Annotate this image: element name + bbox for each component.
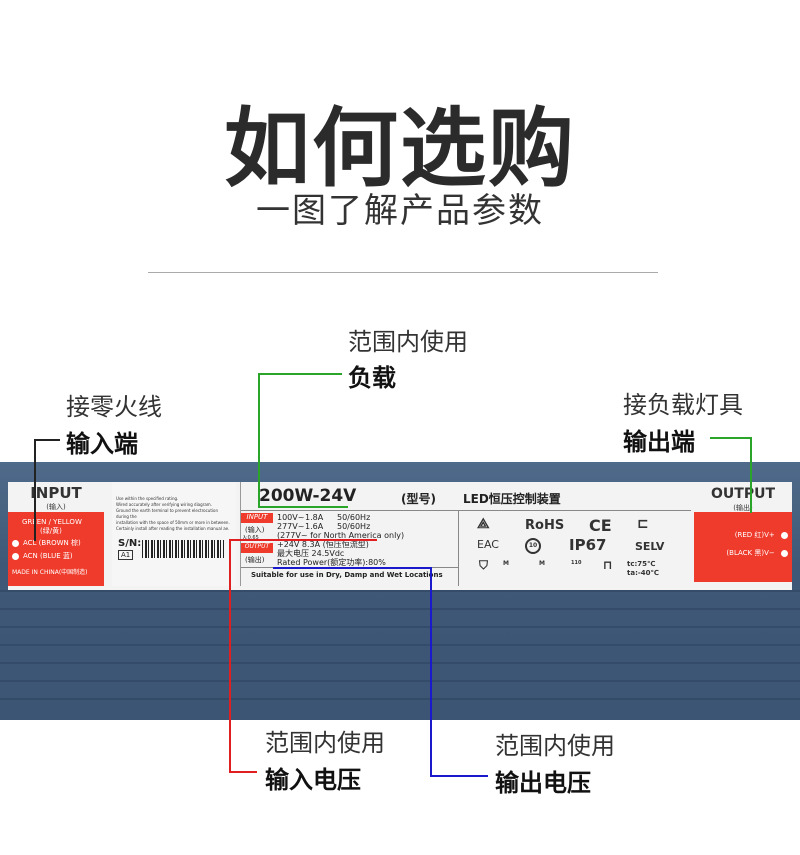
input-voltage-leader-line — [229, 539, 231, 773]
input-voltage-leader-line — [229, 539, 377, 541]
input-end-leader-line — [34, 439, 60, 441]
output-tag: OUTPUT — [241, 543, 273, 553]
rcm-icon: ⟁ — [477, 516, 490, 532]
notes-panel: Use within the specified rating. Wired a… — [112, 482, 236, 586]
input-panel: INPUT (输入) GREEN / YELLOW (绿/黄) ACL (BRO… — [8, 482, 104, 586]
v-minus-terminal: (BLACK 黑)V− — [726, 549, 775, 557]
note: Ground the earth terminal to prevent ele… — [116, 508, 218, 519]
ten-year-mark: 10 — [525, 538, 541, 554]
product-label: INPUT (输入) GREEN / YELLOW (绿/黄) ACL (BRO… — [8, 482, 792, 590]
output-panel: OUTPUT (输出) (RED 红)V+ (BLACK 黑)V− — [694, 482, 792, 586]
output-voltage-label: 输出电压 — [495, 769, 591, 797]
output-end-label: 输出端 — [623, 428, 695, 456]
temp-110-mark: 110 — [571, 560, 582, 566]
input-cn: (输入) — [245, 526, 265, 534]
suitable-note: Suitable for use in Dry, Damp and Wet Lo… — [251, 571, 443, 579]
input-voltage: 277V~ — [277, 522, 305, 531]
input-end-leader-line — [34, 439, 36, 541]
input-current: 1.6A — [305, 522, 324, 531]
load-label: 负载 — [348, 364, 396, 392]
load-leader-line — [258, 506, 348, 508]
sn-label: S/N: — [118, 538, 142, 549]
page-title: 如何选购 — [224, 99, 576, 199]
acn-terminal: ACN (BLUE 蓝) — [23, 552, 73, 560]
load-leader-line — [258, 373, 260, 508]
barcode — [142, 540, 224, 558]
output-voltage-leader-line — [273, 567, 432, 569]
made-in: MADE IN CHINA(中国制造) — [12, 569, 88, 576]
input-current: 1.8A — [305, 513, 324, 522]
input-panel-sub: (输入) — [46, 503, 66, 511]
acl-terminal: ACL (BROWN 棕) — [23, 539, 81, 547]
rated-power: Rated Power(额定功率):80% — [277, 558, 386, 567]
max-voltage: 最大电压 24.5Vdc — [277, 549, 345, 558]
power-factor: λ:0.65 — [243, 535, 259, 541]
input-tag: INPUT — [241, 513, 273, 523]
input-frequency: 50/60Hz — [337, 513, 371, 522]
output-cn: (输出) — [245, 556, 265, 564]
eac-mark: EAC — [477, 538, 499, 551]
load-caption: 范围内使用 — [348, 328, 468, 356]
input-voltage-label: 输入电压 — [265, 766, 361, 794]
output-rating: +24V 8.3A (恒压恒流型) — [277, 540, 369, 549]
note: Certainly install after reading the inst… — [116, 526, 230, 531]
input-end-caption: 接零火线 — [66, 393, 162, 421]
note: installation with the space of 50mm or m… — [116, 520, 230, 525]
north-america-note: (277V~ for North America only) — [277, 531, 405, 540]
input-frequency: 50/60Hz — [337, 522, 371, 531]
input-voltage-caption: 范围内使用 — [265, 729, 385, 757]
input-panel-title: INPUT — [30, 484, 82, 502]
input-voltage: 100V~ — [277, 513, 305, 522]
m-mark: M — [503, 560, 509, 567]
output-voltage-leader-line — [430, 567, 432, 777]
output-voltage-leader-line — [430, 775, 488, 777]
m-mark: M — [539, 560, 545, 567]
output-end-caption: 接负载灯具 — [623, 391, 743, 419]
ta-rating: ta:-40℃ — [627, 569, 659, 577]
safety-icon: ⛉ — [479, 558, 489, 572]
selv-mark: SELV — [635, 540, 665, 553]
input-voltage-leader-line — [229, 771, 257, 773]
v-plus-terminal: (RED 红)V+ — [734, 531, 775, 539]
output-end-leader-line — [710, 437, 752, 439]
load-leader-line — [258, 373, 342, 375]
output-voltage-caption: 范围内使用 — [495, 732, 615, 760]
input-end-label: 输入端 — [66, 430, 138, 458]
ce-mark: CE — [589, 516, 612, 535]
model-number: 200W-24V — [259, 486, 357, 506]
note: Wired accurately after verifying wiring … — [116, 502, 212, 507]
product-name: LED恒压控制装置 — [463, 492, 561, 506]
note: Use within the specified rating. — [116, 496, 179, 501]
divider — [148, 272, 658, 273]
output-panel-title: OUTPUT — [711, 486, 775, 502]
enclosure-icon: ⊓ — [603, 558, 613, 572]
output-end-leader-line — [750, 437, 752, 513]
model-tag: (型号) — [401, 492, 436, 506]
sn-value: A1 — [118, 550, 134, 560]
page-subtitle: 一图了解产品参数 — [256, 191, 544, 231]
ip-rating: IP67 — [569, 536, 607, 554]
spec-panel: 200W-24V (型号) LED恒压控制装置 INPUT (输入) λ:0.6… — [240, 482, 691, 586]
ground-terminal: GREEN / YELLOW — [22, 518, 82, 526]
tc-rating: tc:75℃ — [627, 560, 656, 568]
rohs-mark: RoHS — [525, 518, 565, 533]
output-panel-sub: (输出) — [733, 504, 753, 512]
kc-icon: ⊏ — [637, 516, 649, 532]
ground-cn: (绿/黄) — [40, 527, 62, 535]
